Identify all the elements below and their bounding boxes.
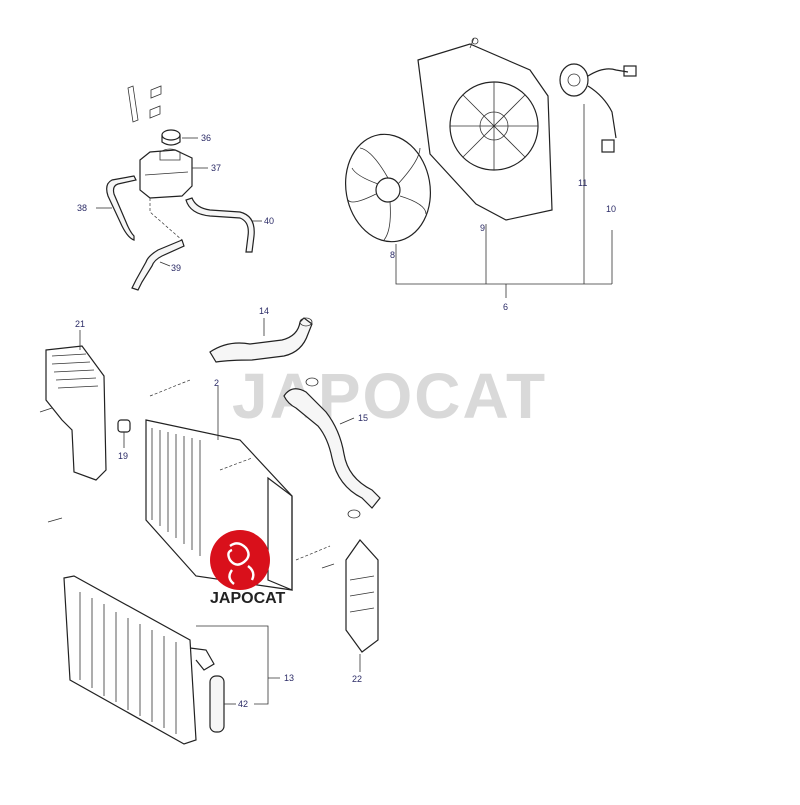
expansion-tank-neck: [159, 148, 181, 161]
deflector-screw: [39, 407, 53, 413]
callout-36[interactable]: 36: [201, 133, 211, 143]
leader-line: [339, 417, 355, 425]
air-deflector-left: [45, 345, 107, 481]
callout-38[interactable]: 38: [77, 203, 87, 213]
air-deflector-right-ribs: [349, 575, 375, 613]
radiator-fins: [151, 428, 201, 556]
leader-line: [196, 625, 280, 705]
callout-22[interactable]: 22: [352, 674, 362, 684]
callout-21[interactable]: 21: [75, 319, 85, 329]
expansion-tank-body: [139, 149, 193, 199]
cooling-fan-blade-outline: [344, 133, 432, 243]
expansion-tank-cap: [161, 129, 181, 141]
callout-10[interactable]: 10: [606, 204, 616, 214]
assembly-bracket-lines: [395, 104, 613, 298]
leader-line: [159, 261, 171, 267]
callout-40[interactable]: 40: [264, 216, 274, 226]
fan-resistor-connector: [601, 139, 615, 153]
shroud-bolt-head: [471, 37, 479, 45]
loose-screw: [47, 517, 63, 523]
callout-19[interactable]: 19: [118, 451, 128, 461]
fan-motor: [559, 63, 589, 97]
air-deflector-right: [345, 539, 379, 653]
clip-marker: [150, 85, 162, 99]
ac-condenser-fins: [79, 592, 177, 734]
cooling-fan-blades: [347, 147, 427, 241]
expansion-tank-seam: [144, 171, 189, 176]
expansion-tank-group: [96, 85, 262, 291]
callout-42[interactable]: 42: [238, 699, 248, 709]
callout-9[interactable]: 9: [480, 223, 485, 233]
assembly-guide-line: [149, 198, 183, 241]
callout-11[interactable]: 11: [578, 178, 587, 188]
radiator-mount-bushing: [117, 419, 131, 433]
ac-condenser: [63, 575, 197, 745]
callout-13[interactable]: 13: [284, 673, 294, 683]
fan-shroud-spokes: [450, 82, 538, 170]
callout-15[interactable]: 15: [358, 413, 368, 423]
japocat-logo: JAPOCAT: [210, 530, 285, 607]
callout-14[interactable]: 14: [259, 306, 269, 316]
tank-outlet-hose: [185, 197, 255, 253]
logo-red-circle: [210, 530, 270, 590]
hose-clamp: [305, 377, 319, 387]
fan-shroud-group: [344, 37, 637, 298]
clip-marker: [149, 105, 161, 119]
upper-radiator-hose: [209, 317, 313, 363]
callout-labels: 36 37 38 39 40 8 9 11 10 6 21 14 2 15 19…: [75, 133, 616, 709]
fan-motor-shaft: [567, 73, 581, 87]
callout-37[interactable]: 37: [211, 163, 221, 173]
ac-condenser-pipe: [189, 647, 215, 671]
lower-radiator-hose: [283, 388, 381, 509]
shroud-bolt: [469, 37, 475, 49]
assembly-guide-line: [149, 379, 331, 561]
expansion-tank-cap-side: [161, 135, 181, 146]
callout-6[interactable]: 6: [503, 302, 508, 312]
logo-text: JAPOCAT: [210, 590, 285, 607]
radiator-group: [39, 317, 381, 745]
bleed-hose: [131, 239, 185, 291]
cooling-fan-hub: [375, 177, 401, 203]
fan-connector: [623, 65, 637, 77]
radiator-side-tank: [267, 476, 293, 591]
tank-bracket-strap: [127, 85, 139, 123]
callout-39[interactable]: 39: [171, 263, 181, 273]
receiver-dryer: [209, 675, 225, 733]
hose-clamp: [299, 317, 313, 327]
watermark: JAPOCAT: [232, 360, 547, 432]
air-deflector-ribs: [51, 353, 99, 389]
fan-wiring-harness: [587, 68, 629, 139]
deflector-screw: [321, 563, 335, 569]
logo-cat-emblem: [227, 542, 255, 585]
fan-shroud-frame: [417, 43, 553, 221]
callout-8[interactable]: 8: [390, 250, 395, 260]
overflow-hose: [106, 175, 137, 241]
hose-clamp: [347, 509, 361, 519]
callout-2[interactable]: 2: [214, 378, 219, 388]
